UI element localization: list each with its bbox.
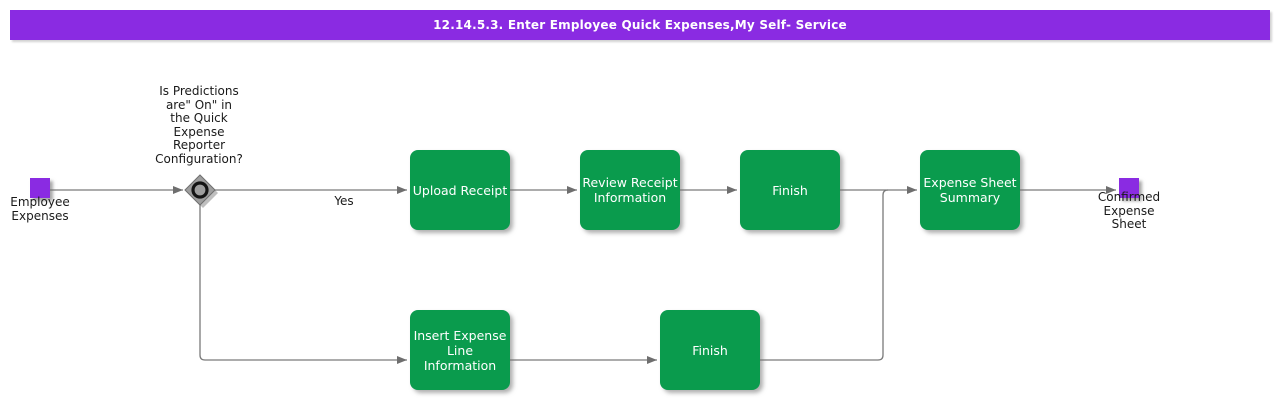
title-bar: 12.14.5.3. Enter Employee Quick Expenses… [10, 10, 1270, 40]
task-review-receipt-information-label: Review Receipt Information [582, 175, 678, 205]
task-finish-top[interactable]: Finish [740, 150, 840, 230]
edge-decision-to-insert [199, 205, 407, 364]
decision-diamond [184, 174, 216, 206]
decision-label: Is Predictions are" On" in the Quick Exp… [155, 84, 243, 166]
task-review-receipt-information[interactable]: Review Receipt Information [580, 150, 680, 230]
task-finish-bottom-label: Finish [692, 342, 728, 358]
task-expense-sheet-summary-label: Expense Sheet Summary [923, 175, 1017, 205]
end-node-marker [1119, 178, 1139, 198]
task-upload-receipt-label: Upload Receipt [412, 182, 508, 198]
page-title: 12.14.5.3. Enter Employee Quick Expenses… [433, 18, 847, 32]
task-expense-sheet-summary[interactable]: Expense Sheet Summary [920, 150, 1020, 230]
task-finish-top-label: Finish [772, 182, 808, 198]
task-upload-receipt[interactable]: Upload Receipt [410, 150, 510, 230]
task-finish-bottom[interactable]: Finish [660, 310, 760, 390]
start-node-label: Employee Expenses [10, 195, 70, 223]
task-insert-expense-line-information-label: Insert Expense Line Information [413, 327, 507, 373]
end-node-label: Confirmed Expense Sheet [1097, 190, 1161, 231]
start-node-marker [30, 178, 50, 198]
decision-ring-icon [191, 181, 209, 199]
task-insert-expense-line-information[interactable]: Insert Expense Line Information [410, 310, 510, 390]
yes-edge-label: Yes [334, 194, 354, 208]
edge-finish-bottom-to-summary [760, 189, 889, 361]
decision-gateway [184, 174, 218, 208]
